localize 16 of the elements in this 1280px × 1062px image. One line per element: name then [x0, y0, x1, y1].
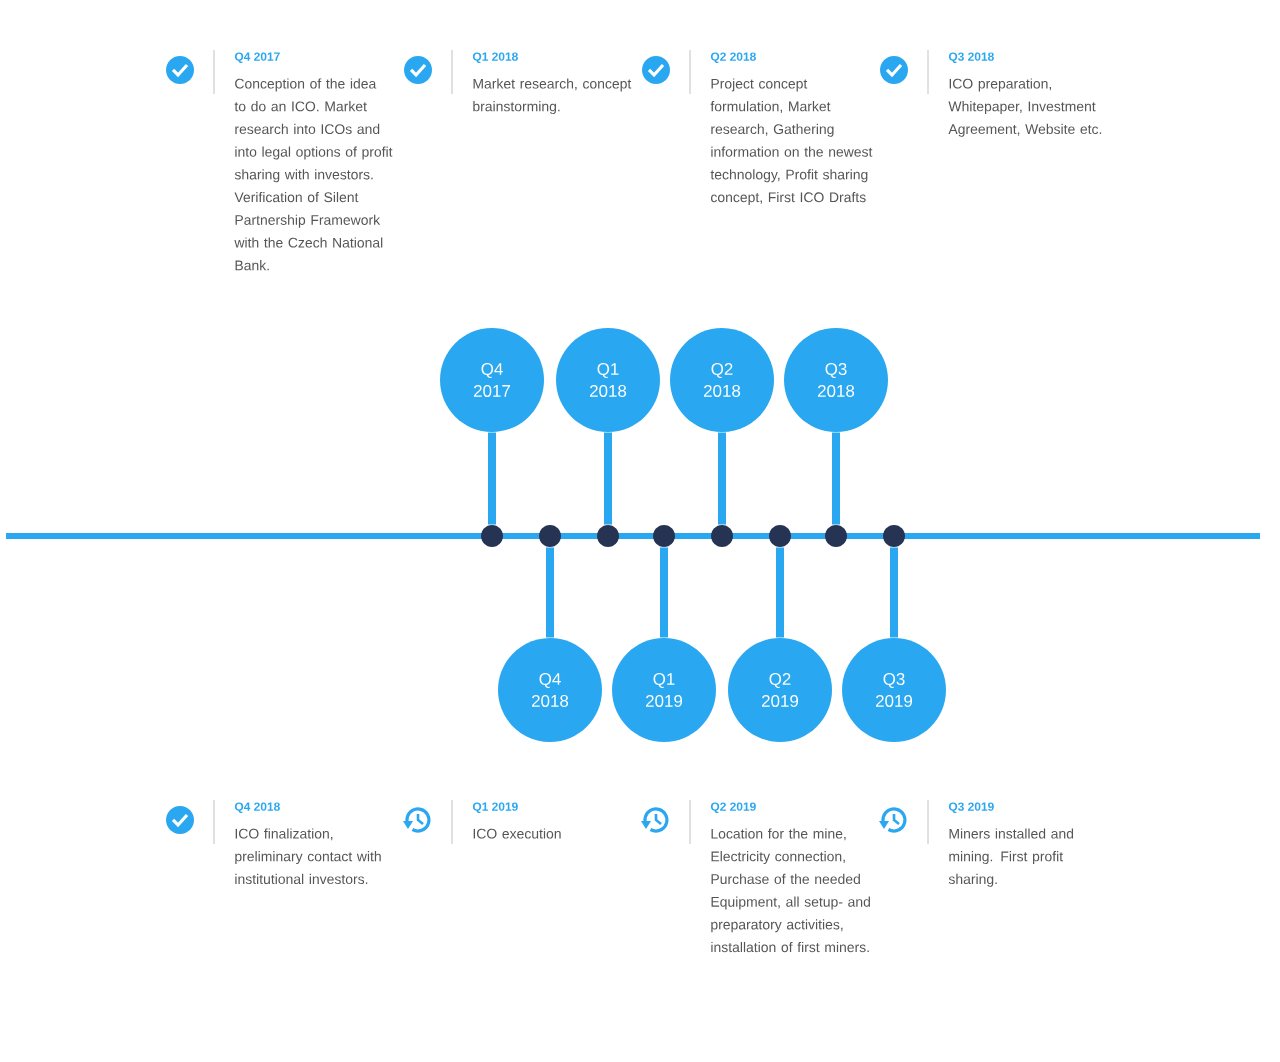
- timeline-dot: [883, 525, 905, 547]
- timeline-dot: [481, 525, 503, 547]
- connector-line: [546, 547, 554, 638]
- connector-line: [660, 547, 668, 638]
- connector-line: [718, 432, 726, 525]
- timeline-dot: [769, 525, 791, 547]
- connector-line: [832, 432, 840, 525]
- timeline-dot: [539, 525, 561, 547]
- connector-line: [890, 547, 898, 638]
- connector-line: [488, 432, 496, 525]
- timeline-dot: [711, 525, 733, 547]
- connector-line: [604, 432, 612, 525]
- connector-line: [776, 547, 784, 638]
- timeline-dot: [825, 525, 847, 547]
- timeline-dot: [653, 525, 675, 547]
- timeline-dot: [597, 525, 619, 547]
